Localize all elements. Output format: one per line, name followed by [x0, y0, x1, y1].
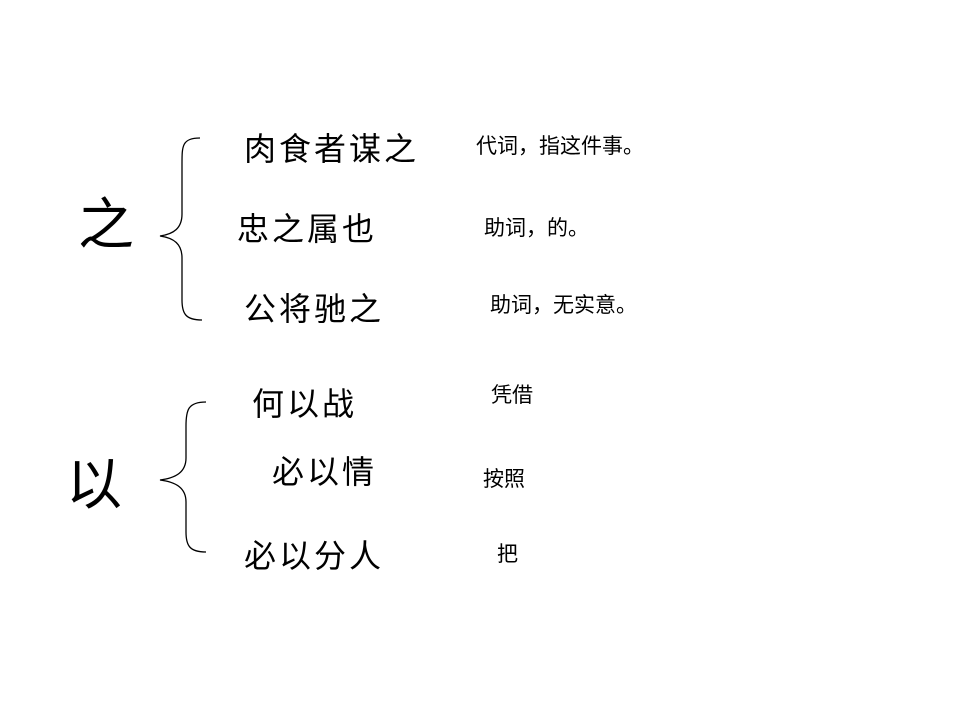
phrase-zhong-zhi-shu-ye: 忠之属也 — [237, 210, 378, 248]
phrase-bi-yi-qing: 必以情 — [272, 453, 378, 491]
meaning-bi-yi-fen-ren: 把 — [497, 542, 518, 566]
head-character-zhi: 之 — [78, 193, 134, 258]
brace-left-group-yi — [159, 401, 207, 553]
head-character-yi: 以 — [66, 453, 122, 518]
brace-left-group-zhi — [159, 137, 203, 321]
meaning-zhong-zhi-shu-ye: 助词，的。 — [484, 216, 589, 240]
phrase-bi-yi-fen-ren: 必以分人 — [244, 537, 385, 575]
phrase-gong-jiang-chi-zhi: 公将驰之 — [244, 290, 385, 328]
meaning-he-yi-zhan: 凭借 — [491, 383, 533, 407]
phrase-he-yi-zhan: 何以战 — [252, 385, 358, 423]
phrase-rou-shi-zhe-mou-zhi: 肉食者谋之 — [244, 130, 420, 168]
meaning-bi-yi-qing: 按照 — [483, 467, 525, 491]
meaning-rou-shi-zhe-mou-zhi: 代词，指这件事。 — [476, 134, 644, 158]
meaning-gong-jiang-chi-zhi: 助词，无实意。 — [490, 293, 637, 317]
